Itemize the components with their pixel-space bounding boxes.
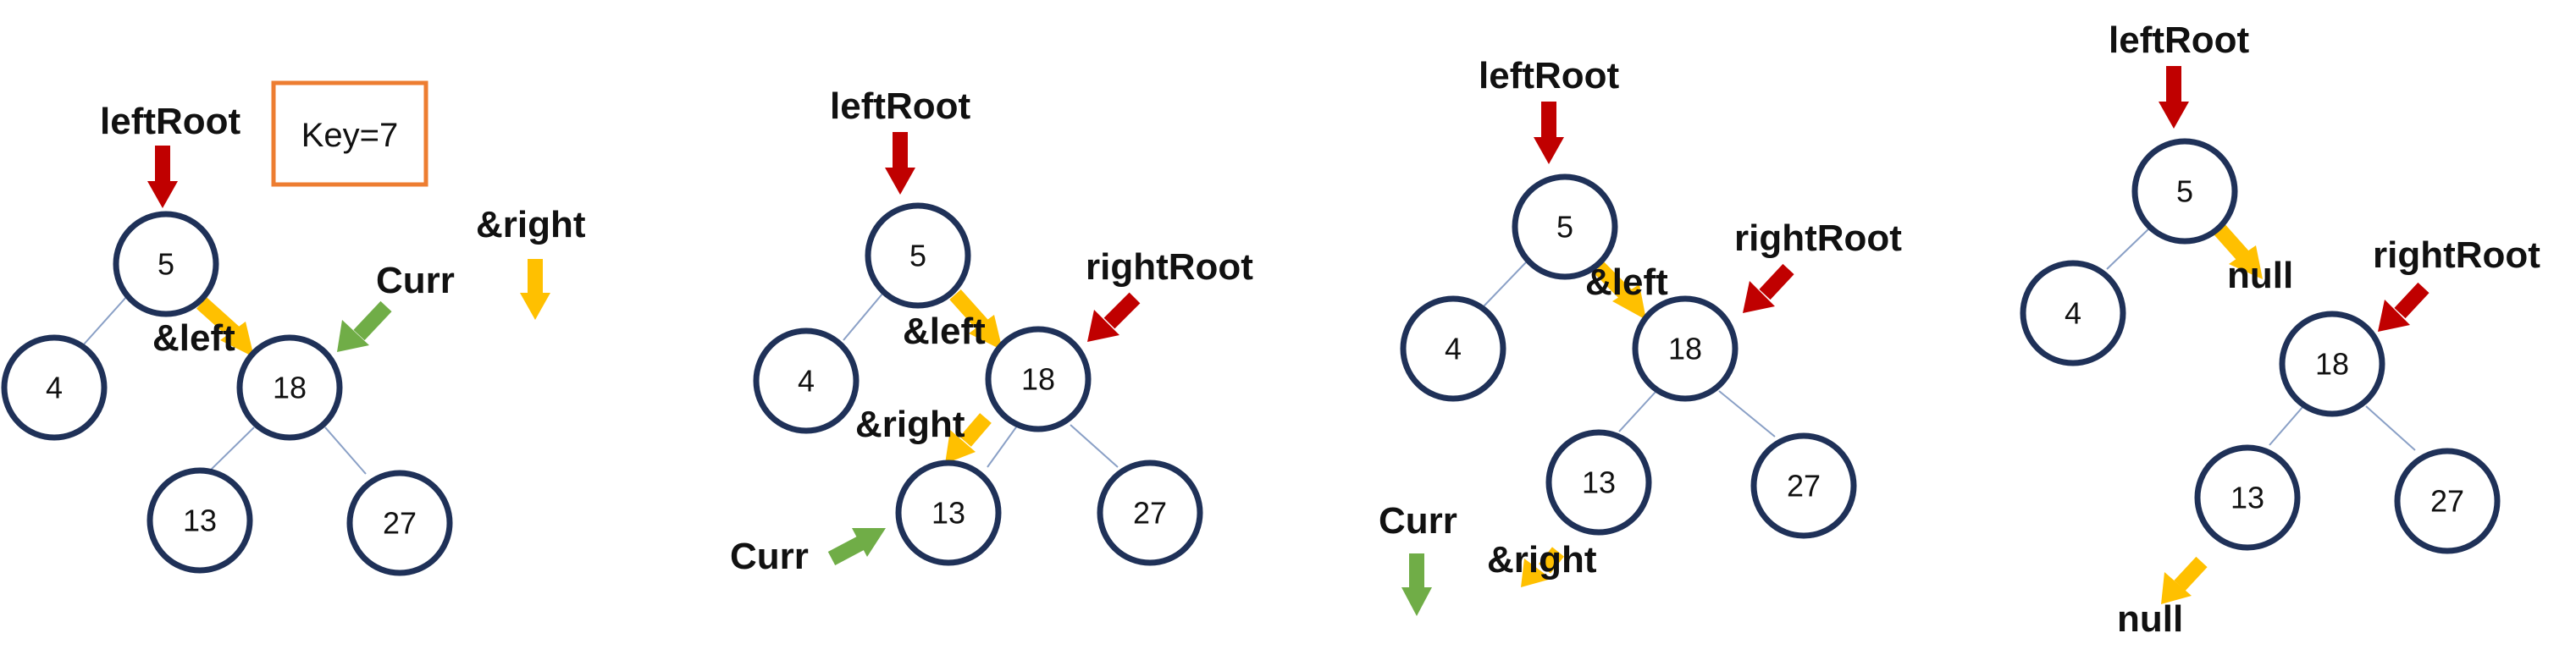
node-value: 13: [183, 504, 217, 538]
node-value: 18: [1668, 332, 1702, 366]
edge-5-4: [2106, 226, 2152, 270]
null-label: null: [2117, 598, 2183, 640]
node-13: 13: [146, 467, 253, 574]
amp-right-label: &right: [855, 404, 965, 445]
node-value: 13: [931, 496, 965, 531]
node-5: 5: [2131, 138, 2238, 245]
panel-4: 5 4 18 13 27 leftRoot null rightRoot: [2020, 19, 2540, 640]
leftroot-arrow: [2159, 66, 2189, 129]
edge-18-27: [324, 427, 367, 475]
node-value: 5: [1556, 210, 1573, 245]
node-value: 5: [2176, 174, 2193, 209]
curr-arrow: [1401, 553, 1432, 616]
node-5: 5: [865, 202, 971, 309]
node-27: 27: [1097, 460, 1203, 566]
edge-18-13: [2269, 405, 2304, 446]
node-18: 18: [236, 334, 343, 441]
node-4: 4: [2020, 260, 2126, 366]
amp-right-label: &right: [1487, 539, 1597, 581]
amp-right-label: &right: [476, 204, 586, 245]
amp-left-label: &left: [152, 317, 235, 359]
rightroot-label: rightRoot: [1086, 246, 1253, 288]
null-label: null: [2227, 255, 2293, 296]
edge-18-27: [1070, 424, 1119, 468]
amp-left-label: &left: [1585, 261, 1668, 303]
amp-right-arrow: [945, 413, 992, 464]
edge-5-4: [843, 287, 888, 341]
amp-right-arrow: [520, 259, 550, 320]
edge-5-4: [1483, 261, 1527, 307]
amp-left-arrow: [1593, 261, 1646, 320]
edge-5-4: [82, 295, 128, 346]
key-box: Key=7: [271, 80, 428, 187]
rightroot-arrow: [1087, 292, 1141, 342]
panel-2: 5 4 18 13 27 leftRoot rightRoot &left &: [730, 85, 1253, 577]
amp-right-arrow: [1521, 547, 1565, 587]
node-value: 27: [383, 506, 417, 541]
curr-label: Curr: [1379, 500, 1457, 542]
rightroot-label: rightRoot: [1734, 217, 1902, 259]
node-13: 13: [895, 460, 1002, 566]
node-value: 5: [909, 239, 926, 273]
curr-label: Curr: [376, 260, 455, 301]
key-label: Key=7: [301, 117, 399, 154]
curr-arrow: [337, 300, 392, 352]
node-4: 4: [1400, 295, 1506, 402]
rightroot-arrow: [2378, 282, 2430, 332]
leftroot-label: leftRoot: [1479, 55, 1620, 96]
leftroot-label: leftRoot: [830, 85, 971, 127]
edge-18-13: [1618, 390, 1657, 432]
node-value: 27: [1787, 469, 1821, 504]
edge-18-27: [1718, 390, 1776, 438]
node-18: 18: [985, 326, 1092, 432]
node-value: 4: [2065, 296, 2081, 331]
node-18: 18: [2279, 311, 2385, 417]
null-left-arrow: [2161, 556, 2208, 604]
node-27: 27: [1750, 432, 1857, 539]
node-value: 13: [1582, 465, 1616, 500]
amp-left-arrow: [949, 289, 1003, 350]
leftroot-arrow: [147, 146, 178, 208]
node-13: 13: [1545, 429, 1652, 536]
amp-left-arrow: [196, 297, 254, 357]
node-value: 18: [273, 371, 307, 405]
node-value: 18: [1021, 362, 1055, 397]
curr-label: Curr: [730, 536, 809, 577]
curr-arrow: [827, 528, 886, 565]
leftroot-label: leftRoot: [100, 101, 241, 142]
node-value: 18: [2315, 347, 2349, 382]
node-value: 13: [2231, 481, 2264, 515]
node-value: 27: [2430, 484, 2464, 519]
node-value: 5: [158, 247, 174, 282]
node-value: 27: [1133, 496, 1167, 531]
leftroot-arrow: [885, 132, 915, 195]
node-4: 4: [1, 334, 108, 441]
leftroot-arrow: [1534, 102, 1564, 164]
rightroot-label: rightRoot: [2373, 234, 2540, 276]
node-27: 27: [346, 470, 453, 576]
rightroot-arrow: [1743, 263, 1794, 313]
node-value: 4: [1445, 332, 1462, 366]
node-13: 13: [2194, 444, 2301, 551]
node-value: 4: [46, 371, 63, 405]
node-value: 4: [798, 364, 815, 399]
edge-18-27: [2365, 405, 2416, 451]
leftroot-label: leftRoot: [2109, 19, 2250, 61]
node-18: 18: [1632, 295, 1739, 402]
edge-18-13: [209, 427, 255, 471]
node-5: 5: [1512, 173, 1618, 280]
panel-1: 5 4 18 13 27 leftRoot Key=7 &righ: [1, 80, 586, 576]
node-4: 4: [753, 327, 860, 434]
panel-3: 5 4 18 13 27 leftRoot rightRoot &left C: [1379, 55, 1902, 616]
node-27: 27: [2394, 448, 2501, 554]
node-5: 5: [113, 211, 219, 317]
edge-18-13: [987, 424, 1019, 468]
amp-left-label: &left: [903, 311, 986, 352]
null-right-arrow: [2213, 223, 2263, 279]
